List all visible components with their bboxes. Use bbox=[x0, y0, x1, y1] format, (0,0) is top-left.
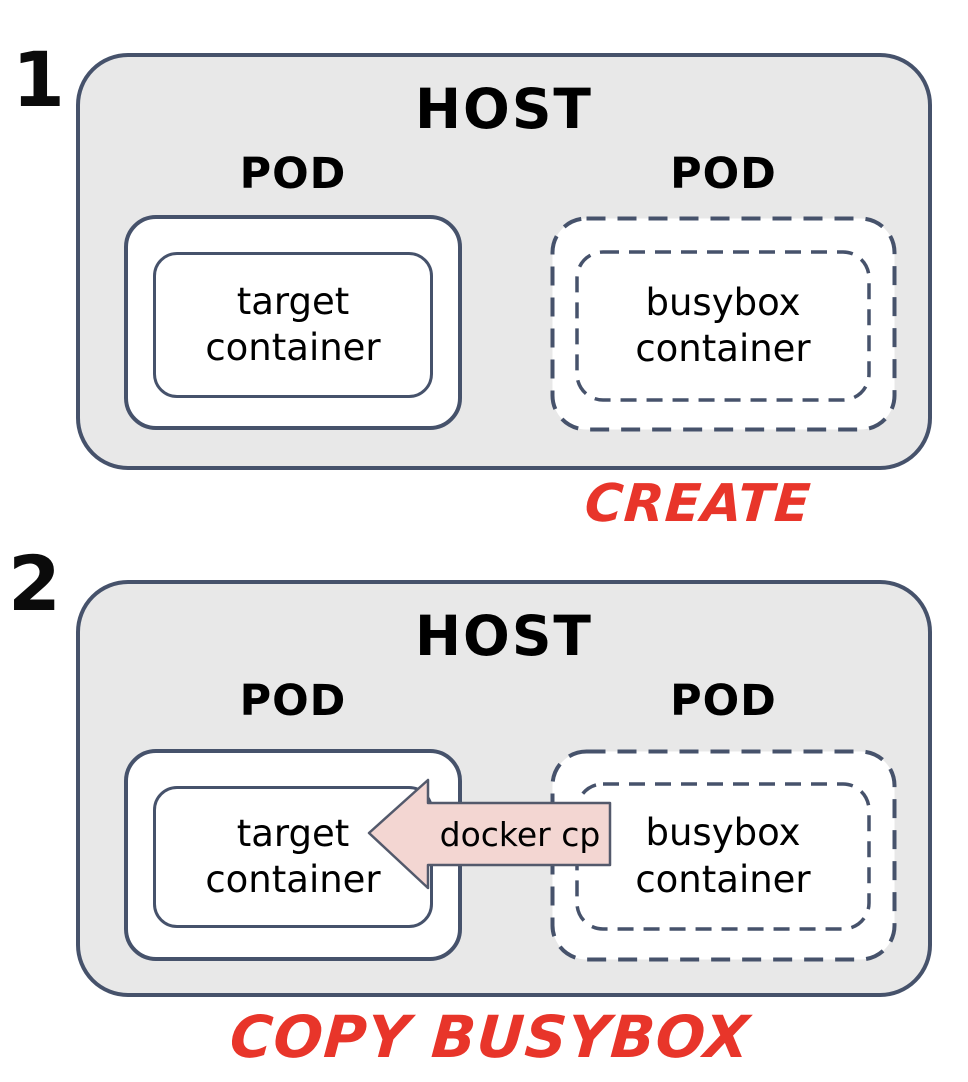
host-box-2: HOST POD POD target container busybox co… bbox=[76, 580, 932, 997]
caption-copy-busybox: COPY BUSYBOX bbox=[227, 1003, 753, 1071]
caption-create: CREATE bbox=[582, 474, 814, 534]
busybox-container-label-1: busybox container bbox=[635, 280, 811, 370]
dashed-border-icon bbox=[550, 749, 897, 962]
step-number-1: 1 bbox=[12, 35, 65, 124]
docker-cp-label: docker cp bbox=[439, 814, 601, 854]
docker-cp-arrow: docker cp bbox=[364, 776, 614, 892]
host-title-1: HOST bbox=[415, 77, 593, 141]
dashed-border-icon bbox=[550, 216, 897, 432]
host-title-2: HOST bbox=[415, 604, 593, 668]
busybox-container-box-2: busybox container bbox=[577, 784, 869, 929]
host-box-1: HOST POD POD target container busybox co… bbox=[76, 53, 932, 470]
target-container-label-2: target container bbox=[205, 811, 381, 901]
target-container-box-2: target container bbox=[153, 786, 433, 928]
pod-label-busybox-2: POD bbox=[670, 676, 777, 726]
step-number-2: 2 bbox=[8, 539, 61, 628]
busybox-pod-box-1: busybox container bbox=[550, 216, 897, 432]
target-pod-box-1: target container bbox=[124, 215, 462, 430]
target-container-box-1: target container bbox=[153, 252, 433, 398]
pod-label-target-2: POD bbox=[239, 676, 347, 726]
busybox-container-box-1: busybox container bbox=[577, 252, 869, 400]
busybox-pod-box-2: busybox container bbox=[550, 749, 897, 962]
pod-label-busybox-1: POD bbox=[670, 149, 777, 199]
left-arrow-icon bbox=[367, 778, 612, 890]
target-container-label-1: target container bbox=[205, 279, 381, 369]
pod-label-target-1: POD bbox=[239, 149, 347, 199]
busybox-container-label-2: busybox container bbox=[635, 811, 811, 901]
